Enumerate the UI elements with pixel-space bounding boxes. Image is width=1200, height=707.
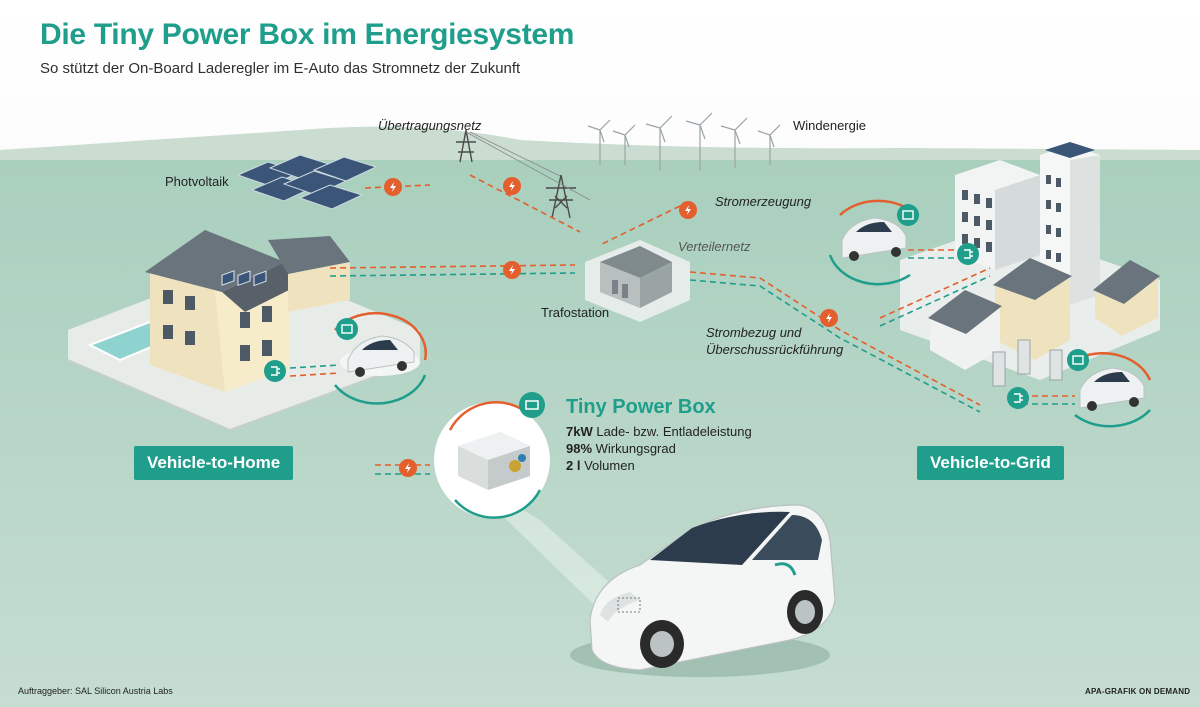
cycle-arrows bbox=[334, 199, 1152, 428]
power-pylons bbox=[456, 129, 591, 219]
footer-credit: APA-GRAFIK ON DEMAND bbox=[1085, 687, 1191, 696]
spec-text: Lade- bzw. Entladeleistung bbox=[592, 424, 752, 439]
electric-car bbox=[570, 504, 836, 677]
label-verteilernetz: Verteilernetz bbox=[678, 239, 751, 254]
tiny-power-box-graphic bbox=[434, 392, 550, 519]
car-v2g-top bbox=[841, 217, 907, 261]
spec-row: 98% Wirkungsgrad bbox=[566, 440, 752, 457]
transformer-station bbox=[585, 240, 690, 322]
tag-vehicle-to-grid: Vehicle-to-Grid bbox=[917, 446, 1064, 480]
label-uebertragungsnetz: Übertragungsnetz bbox=[378, 118, 482, 133]
spec-row: 7kW Lade- bzw. Entladeleistung bbox=[566, 423, 752, 440]
spec-text: Wirkungsgrad bbox=[592, 441, 676, 456]
city-buildings bbox=[900, 142, 1160, 380]
solar-panels bbox=[236, 154, 378, 210]
page-title: Die Tiny Power Box im Energiesystem bbox=[40, 18, 575, 51]
wind-turbines bbox=[587, 112, 781, 170]
car-v2h bbox=[340, 335, 420, 377]
tiny-power-box-title: Tiny Power Box bbox=[566, 396, 716, 418]
spec-value: 98% bbox=[566, 441, 593, 456]
tiny-power-box-specs: 7kW Lade- bzw. Entladeleistung 98% Wirku… bbox=[566, 423, 752, 474]
charging-stations bbox=[992, 339, 1063, 387]
label-photovoltaik: Photvoltaik bbox=[165, 174, 229, 189]
spec-value: 2 l bbox=[566, 458, 581, 473]
footer-client: Auftraggeber: SAL Silicon Austria Labs bbox=[18, 686, 173, 696]
label-trafostation: Trafostation bbox=[541, 305, 610, 320]
charge-badges bbox=[264, 204, 1089, 409]
label-strombezug-line1: Strombezug und bbox=[706, 325, 802, 340]
spec-row: 2 l Volumen bbox=[566, 457, 752, 474]
spec-text: Volumen bbox=[580, 458, 635, 473]
label-windenergie: Windenergie bbox=[793, 118, 866, 133]
spec-value: 7kW bbox=[566, 424, 593, 439]
bolt-badges bbox=[384, 177, 838, 477]
house bbox=[67, 230, 421, 432]
label-strombezug-line2: Überschussrückführung bbox=[706, 342, 844, 357]
page-subtitle: So stützt der On-Board Laderegler im E-A… bbox=[40, 60, 521, 77]
car-v2g-bottom bbox=[1079, 367, 1145, 411]
tag-vehicle-to-home: Vehicle-to-Home bbox=[134, 446, 294, 480]
flow-lines bbox=[289, 174, 1075, 475]
label-stromerzeugung: Stromerzeugung bbox=[715, 194, 812, 209]
